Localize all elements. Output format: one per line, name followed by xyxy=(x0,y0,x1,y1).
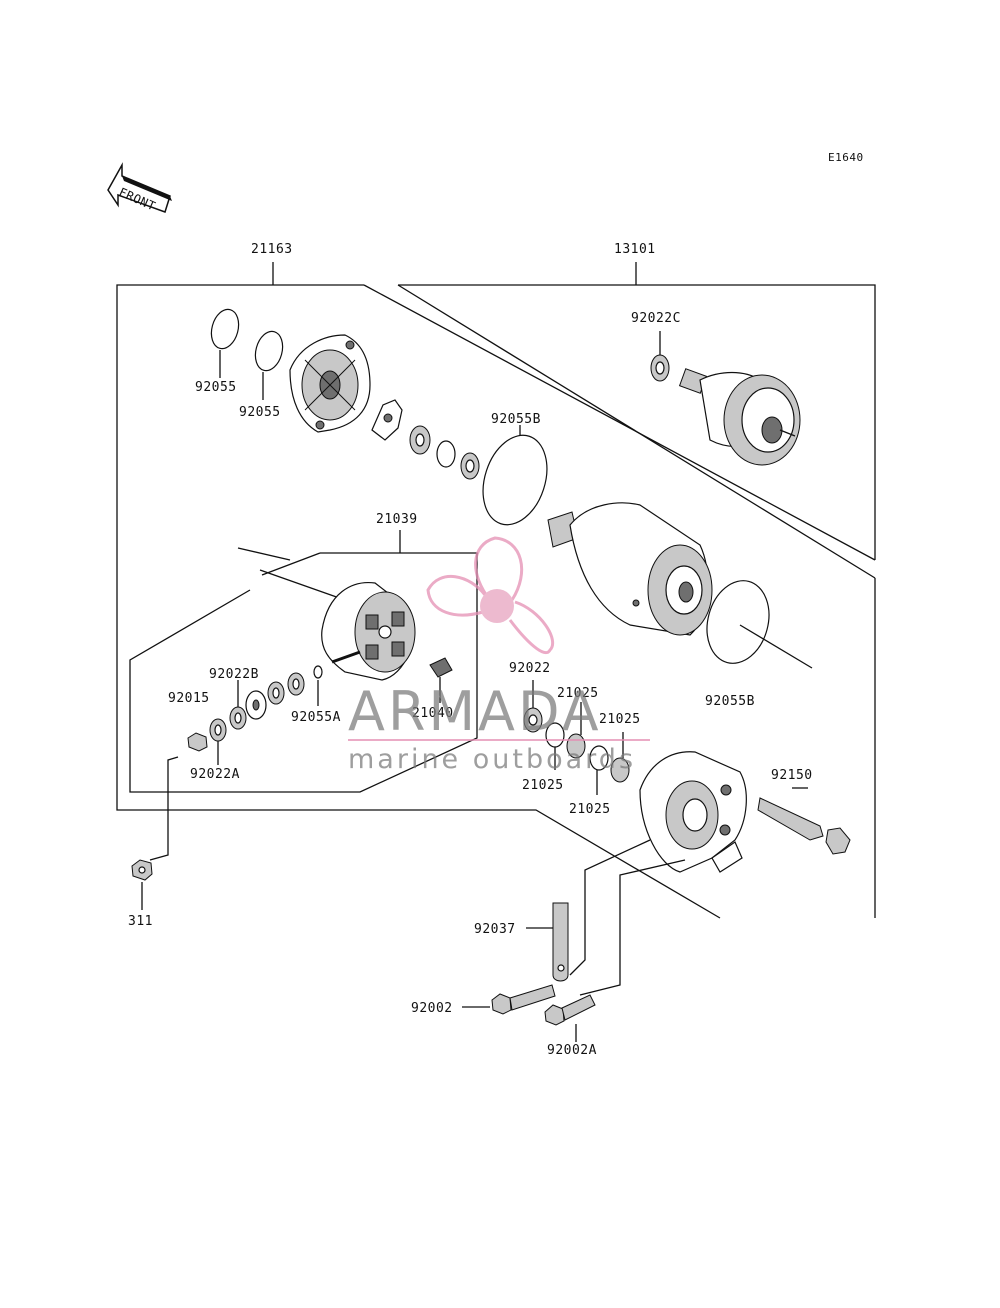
shim-plate-part xyxy=(371,399,403,441)
label-92055-b: 92055 xyxy=(239,405,281,420)
rear-cover-housing xyxy=(289,334,371,433)
bracket-outline-13101 xyxy=(397,262,876,918)
bracket-outline-21163 xyxy=(116,262,876,919)
label-92055b-top: 92055B xyxy=(491,412,541,427)
label-21039: 21039 xyxy=(376,512,418,527)
front-arrow-icon: FRONT xyxy=(107,162,172,213)
label-92002a: 92002A xyxy=(547,1043,597,1058)
brush-holder-assembly xyxy=(321,581,416,681)
bolt-92002 xyxy=(491,984,556,1015)
label-311: 311 xyxy=(128,914,153,929)
label-92015: 92015 xyxy=(168,691,210,706)
bolt-92002a xyxy=(544,994,596,1026)
label-92022: 92022 xyxy=(509,661,551,676)
diagram-code: E1640 xyxy=(828,151,864,164)
label-92055-a: 92055 xyxy=(195,380,237,395)
washer-set xyxy=(409,425,480,480)
label-21040: 21040 xyxy=(412,706,454,721)
label-21025-b: 21025 xyxy=(599,712,641,727)
bolt-92150 xyxy=(757,797,851,855)
label-92055a: 92055A xyxy=(291,710,341,725)
pinion-gear-assembly xyxy=(678,368,801,466)
label-21025-c: 21025 xyxy=(522,778,564,793)
o-ring-92055-b xyxy=(254,330,284,372)
washer-stack-92022b xyxy=(209,672,305,742)
watermark-brand: ARMADA xyxy=(348,680,602,743)
label-92037: 92037 xyxy=(474,922,516,937)
o-ring-92055b-top xyxy=(482,434,548,526)
nut-311 xyxy=(131,859,153,881)
label-92022b: 92022B xyxy=(209,667,259,682)
nut-92015 xyxy=(187,732,208,752)
washer-92022c xyxy=(650,354,670,382)
label-21025-a: 21025 xyxy=(557,686,599,701)
label-92150: 92150 xyxy=(771,768,813,783)
label-21025-d: 21025 xyxy=(569,802,611,817)
label-13101: 13101 xyxy=(614,242,656,257)
brush-21040 xyxy=(429,657,453,678)
o-ring-92055-a xyxy=(210,308,240,350)
o-ring-92055a xyxy=(313,665,323,679)
watermark-tagline: marine outboards xyxy=(348,744,636,775)
starter-motor-yoke xyxy=(547,502,713,636)
armada-propeller-logo xyxy=(426,536,554,655)
label-92022a: 92022A xyxy=(190,767,240,782)
label-92022c: 92022C xyxy=(631,311,681,326)
lead-plate-92037 xyxy=(552,902,569,982)
label-21163: 21163 xyxy=(251,242,293,257)
label-92002: 92002 xyxy=(411,1001,453,1016)
o-ring-92055b-bottom xyxy=(706,580,770,664)
label-92055b-bottom: 92055B xyxy=(705,694,755,709)
front-cover-housing xyxy=(639,751,747,873)
